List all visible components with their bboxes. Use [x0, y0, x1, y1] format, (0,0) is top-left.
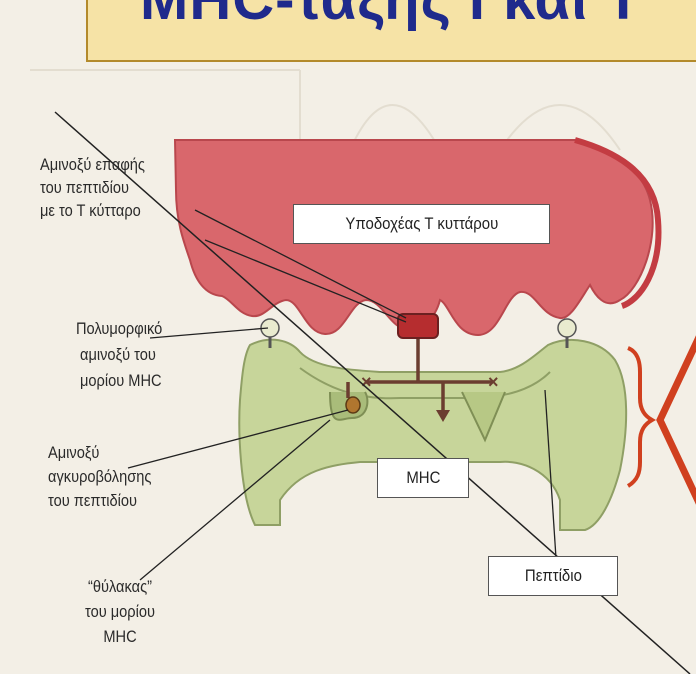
- mhc-label: MHC: [406, 468, 440, 488]
- red-chevron: [660, 335, 696, 505]
- mhc-molecule-shape: [239, 340, 626, 530]
- label-polymorphic-3: μορίου MHC: [80, 370, 162, 392]
- peptide-label-box: Πεπτίδιο: [488, 556, 618, 596]
- label-polymorphic-2: αμινοξύ του: [80, 344, 156, 366]
- tcr-label-box: Υποδοχέας Τ κυττάρου: [293, 204, 550, 244]
- tcr-label: Υποδοχέας Τ κυττάρου: [345, 214, 498, 234]
- label-anchor-1: Αμινοξύ: [48, 442, 99, 464]
- label-pocket-1: “θύλακας”: [68, 576, 171, 598]
- red-brace: [628, 348, 652, 486]
- label-contact-residue-2: του πεπτιδίου: [40, 177, 129, 199]
- label-anchor-3: του πεπτιδίου: [48, 490, 137, 512]
- svg-text:×: ×: [361, 372, 372, 392]
- label-pocket-2: του μορίου: [68, 601, 171, 623]
- label-polymorphic-1: Πολυμορφικό: [76, 318, 162, 340]
- svg-text:×: ×: [488, 372, 499, 392]
- page-title: ΜΗC-τάξης Ι και Τ: [140, 0, 642, 33]
- polymorphic-residue-right: [558, 319, 576, 337]
- label-contact-residue-1: Αμινοξύ επαφής: [40, 154, 145, 176]
- title-banner: ΜΗC-τάξης Ι και Τ: [86, 0, 696, 62]
- label-anchor-2: αγκυροβόλησης: [48, 466, 151, 488]
- label-pocket-3: MHC: [68, 626, 171, 648]
- mhc-label-box: MHC: [377, 458, 469, 498]
- peptide-label: Πεπτίδιο: [524, 566, 581, 586]
- label-contact-residue-3: με το Τ κύτταρο: [40, 200, 141, 222]
